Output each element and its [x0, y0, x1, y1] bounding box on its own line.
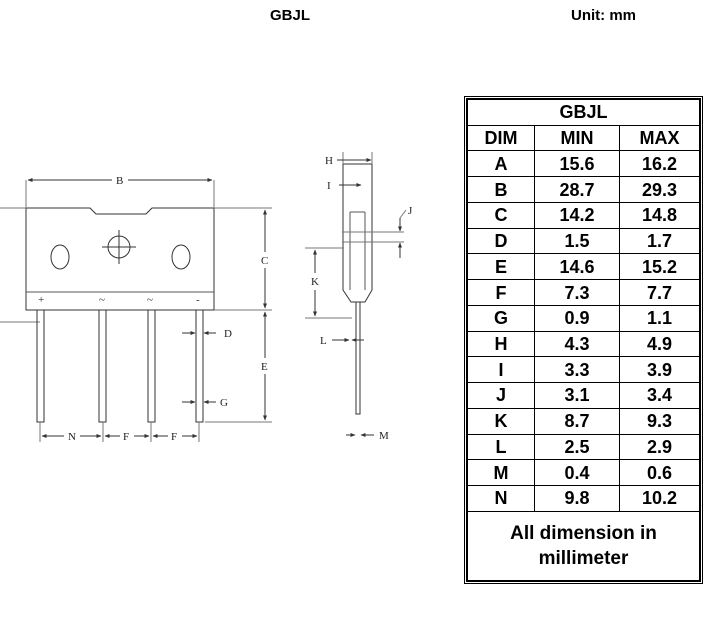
pin-3	[147, 309, 156, 423]
dim-label-n: N	[68, 431, 76, 443]
dim-label-m: M	[379, 430, 389, 442]
dim-cell: C	[467, 201, 535, 229]
pin-1	[36, 309, 45, 423]
max-cell: 10.2	[619, 485, 700, 512]
front-body-outline	[25, 207, 215, 311]
min-cell: 0.9	[534, 304, 620, 332]
max-cell: 0.6	[619, 459, 700, 487]
max-cell: 7.7	[619, 279, 700, 306]
dim-label-j: J	[408, 205, 413, 217]
dim-label-c: C	[261, 255, 268, 267]
min-cell: 7.3	[534, 279, 620, 306]
min-cell: 8.7	[534, 407, 620, 435]
dim-label-f2: F	[171, 431, 177, 443]
max-cell: 1.1	[619, 304, 700, 332]
dim-cell: H	[467, 330, 535, 358]
dim-cell: I	[467, 356, 535, 384]
dim-cell: E	[467, 253, 535, 281]
table-footer: All dimension in millimeter	[467, 510, 700, 582]
dim-cell: F	[467, 279, 535, 306]
dim-label-g: G	[220, 397, 228, 409]
dim-cell: G	[467, 304, 535, 332]
pin-2	[98, 309, 107, 423]
min-cell: 4.3	[534, 330, 620, 358]
max-cell: 3.9	[619, 356, 700, 384]
dim-cell: A	[467, 150, 535, 178]
dim-cell: J	[467, 382, 535, 409]
table-title: GBJL	[467, 99, 700, 126]
max-cell: 3.4	[619, 382, 700, 409]
dim-label-f1: F	[123, 431, 129, 443]
dim-label-e: E	[261, 361, 268, 373]
min-cell: 2.5	[534, 433, 620, 461]
min-cell: 9.8	[534, 485, 620, 512]
side-lead	[355, 301, 361, 415]
dim-label-i: I	[327, 180, 331, 192]
min-cell: 15.6	[534, 150, 620, 178]
dim-label-h: H	[325, 155, 333, 167]
table-header-min: MIN	[534, 124, 620, 152]
package-outline-drawing: B C D E G N F F + ~ ~ - H I J K L M	[0, 152, 413, 443]
dim-cell: N	[467, 485, 535, 512]
min-cell: 0.4	[534, 459, 620, 487]
min-cell: 28.7	[534, 176, 620, 203]
max-cell: 15.2	[619, 253, 700, 281]
package-title: GBJL	[270, 7, 311, 24]
max-cell: 1.7	[619, 227, 700, 255]
max-cell: 2.9	[619, 433, 700, 461]
mount-hole-left	[50, 244, 70, 270]
dim-label-l: L	[320, 335, 327, 347]
dim-cell: L	[467, 433, 535, 461]
table-header-dim: DIM	[467, 124, 535, 152]
pin-mark-minus: -	[196, 294, 200, 306]
mount-hole-right	[171, 244, 191, 270]
pin-mark-ac2: ~	[147, 294, 153, 306]
unit-label: Unit: mm	[571, 7, 636, 24]
min-cell: 14.2	[534, 201, 620, 229]
max-cell: 9.3	[619, 407, 700, 435]
dim-label-k: K	[311, 276, 319, 288]
dim-cell: M	[467, 459, 535, 487]
dim-cell: D	[467, 227, 535, 255]
min-cell: 3.3	[534, 356, 620, 384]
dim-label-d: D	[224, 328, 232, 340]
pin-4	[195, 309, 204, 423]
pin-mark-plus: +	[38, 294, 44, 306]
min-cell: 14.6	[534, 253, 620, 281]
table-header-max: MAX	[619, 124, 700, 152]
max-cell: 4.9	[619, 330, 700, 358]
dim-cell: K	[467, 407, 535, 435]
dim-label-b: B	[116, 175, 123, 187]
dim-cell: B	[467, 176, 535, 203]
max-cell: 14.8	[619, 201, 700, 229]
min-cell: 1.5	[534, 227, 620, 255]
max-cell: 29.3	[619, 176, 700, 203]
pin-mark-ac1: ~	[99, 294, 105, 306]
min-cell: 3.1	[534, 382, 620, 409]
max-cell: 16.2	[619, 150, 700, 178]
